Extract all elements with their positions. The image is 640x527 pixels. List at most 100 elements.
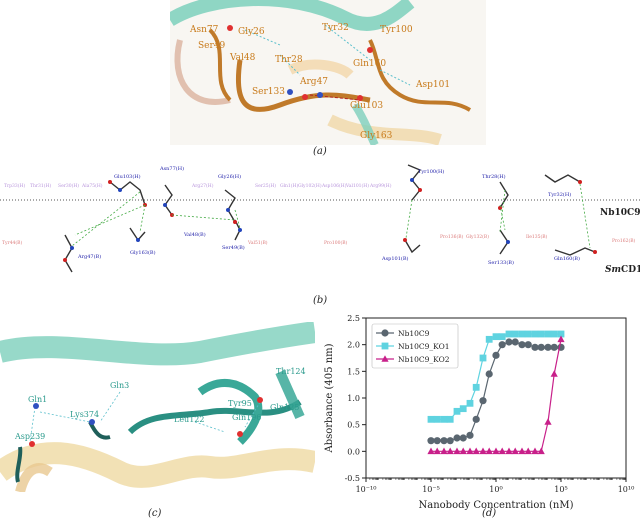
top-label-5: Tyr32(H)	[548, 191, 571, 198]
label-asp239: Asp239	[14, 432, 45, 441]
legend-box	[371, 323, 459, 369]
data-point	[446, 415, 454, 423]
data-point	[466, 447, 474, 455]
data-point	[511, 447, 519, 455]
data-point	[427, 447, 435, 455]
label-gln3: Gln3	[110, 381, 129, 390]
bottom-label-2: Val48(B)	[183, 231, 206, 238]
caption-a: (a)	[313, 146, 327, 157]
label-gly26: Gly26	[238, 27, 265, 37]
smcd1-label: SmCD1	[605, 265, 640, 275]
faint-top-6: Gln1(H)	[280, 182, 298, 189]
y-tick-label: 1.0	[347, 394, 360, 403]
data-point	[381, 355, 389, 362]
data-point	[531, 447, 539, 455]
x-tick-label: 10⁻¹⁰	[356, 485, 377, 494]
faint-bottom-3: Pro136(B)	[440, 233, 464, 240]
bottom-label-4: Asp101(B)	[381, 255, 409, 262]
x-tick-label: 10⁵	[554, 485, 567, 494]
data-point	[557, 335, 565, 343]
data-point	[544, 330, 552, 338]
smcd1-label-plain: CD1	[621, 265, 640, 275]
x-axis-label: Nanobody Concentration (nM)	[419, 500, 574, 511]
data-point	[453, 407, 461, 415]
label-arg47: Arg47	[299, 77, 328, 87]
legend-label: Nb10C9	[398, 329, 430, 338]
label-gln196: Gln196	[232, 413, 261, 422]
label-thr28: Thr28	[275, 55, 303, 65]
data-point	[505, 447, 513, 455]
data-point	[550, 343, 558, 351]
label-gln125: Gln125	[270, 403, 299, 412]
label-gln1: Gln1	[28, 395, 47, 404]
legend-label: Nb10C9_KO1	[398, 342, 450, 351]
data-point	[498, 341, 506, 349]
caption-d: (d)	[482, 508, 497, 519]
data-point	[531, 330, 539, 338]
data-point	[557, 330, 565, 338]
data-point	[479, 354, 487, 362]
faint-top-1: Thr31(H)	[30, 182, 51, 189]
data-point	[531, 343, 539, 351]
faint-top-5: Ser25(H)	[255, 182, 276, 189]
bottom-label-1: Gly163(B)	[130, 249, 156, 256]
data-point	[511, 338, 519, 346]
data-point	[505, 330, 513, 338]
data-point	[492, 333, 500, 341]
panel-a: Asn77 Ser49 Gly26 Val48 Thr28 Tyr32 Tyr1…	[170, 0, 486, 145]
data-point	[498, 333, 506, 341]
panel-c-structure: Gln1 Gln3 Lys374 Asp239 Leu122 Tyr95 Thr…	[0, 322, 315, 492]
top-label-4: Thr28(H)	[482, 173, 506, 180]
data-point	[537, 447, 545, 455]
data-point	[453, 447, 461, 455]
label-tyr95: Tyr95	[228, 399, 252, 408]
data-point	[479, 447, 487, 455]
data-point	[459, 434, 467, 442]
faint-bottom-0: Tyr44(B)	[2, 239, 22, 246]
data-point	[518, 341, 526, 349]
faint-top-4: Arg27(H)	[191, 182, 214, 189]
faint-bottom-5: Ile135(B)	[526, 233, 548, 240]
panel-b: Trp33(H) Thr31(H) Ser30(H) Ala75(H) Arg2…	[0, 160, 640, 280]
data-point	[537, 330, 545, 338]
data-point	[440, 415, 448, 423]
legend-label: Nb10C9_KO2	[398, 355, 450, 364]
data-point	[466, 431, 474, 439]
label-tyr32: Tyr32	[322, 23, 349, 33]
data-point	[485, 447, 493, 455]
data-point	[505, 338, 513, 346]
data-point	[466, 399, 474, 407]
bottom-label-0: Arg47(B)	[77, 253, 101, 260]
data-point	[485, 335, 493, 343]
y-tick-label: 0.5	[347, 421, 360, 430]
top-label-1: Asn77(H)	[159, 165, 184, 172]
data-point	[472, 383, 480, 391]
smcd1-label-italic: Sm	[605, 265, 621, 275]
data-point	[524, 341, 532, 349]
faint-top-0: Trp33(H)	[4, 182, 25, 189]
data-point	[472, 447, 480, 455]
nb10c9-label: Nb10C9	[600, 208, 640, 218]
data-point	[433, 437, 441, 445]
data-point	[524, 330, 532, 338]
y-tick-label: 0.0	[347, 447, 360, 456]
label-leu122: Leu122	[174, 415, 204, 424]
label-val48: Val48	[229, 53, 256, 63]
y-tick-label: 2.0	[347, 341, 360, 350]
data-point	[459, 447, 467, 455]
label-ser133: Ser133	[252, 87, 285, 97]
data-point	[550, 330, 558, 338]
data-point	[485, 370, 493, 378]
faint-top-7: Gly102(H)	[298, 182, 322, 189]
label-thr124: Thr124	[276, 367, 306, 376]
faint-top-3: Ala75(H)	[81, 182, 103, 189]
bottom-label-3: Ser49(B)	[222, 244, 245, 251]
x-tick-label: 10¹⁰	[618, 485, 635, 494]
data-point	[537, 343, 545, 351]
data-point	[544, 343, 552, 351]
data-point	[381, 342, 389, 350]
panel-a-structure: Asn77 Ser49 Gly26 Val48 Thr28 Tyr32 Tyr1…	[170, 0, 486, 145]
x-tick-label: 10⁻⁵	[422, 485, 440, 494]
faint-bottom-6: Pro162(B)	[612, 237, 636, 244]
